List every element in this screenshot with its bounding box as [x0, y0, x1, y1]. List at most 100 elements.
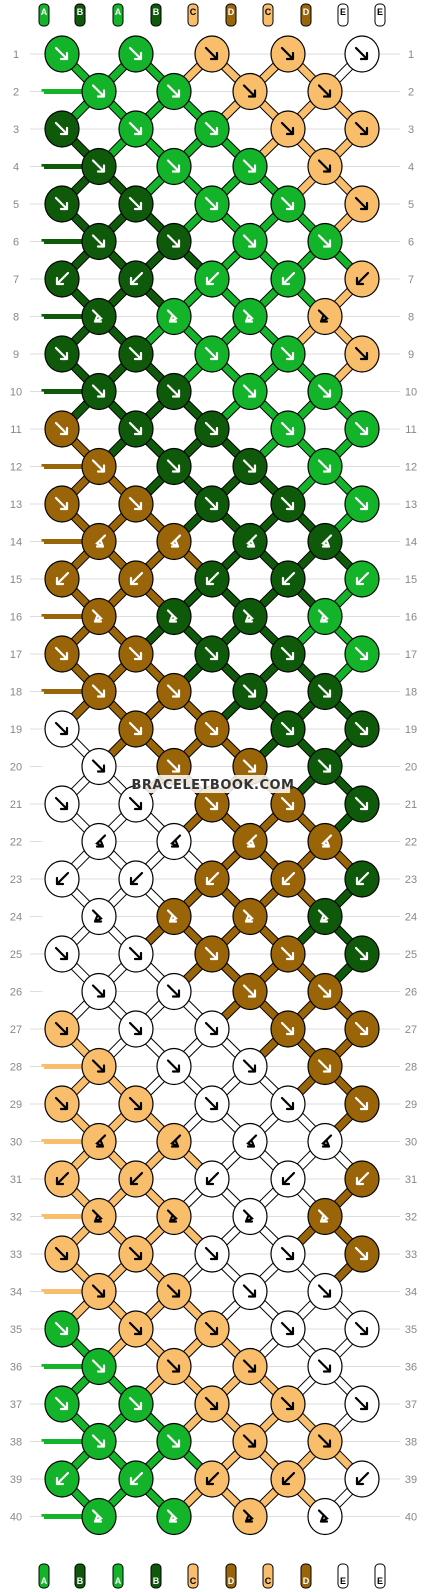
row-label-left: 18 [10, 687, 22, 699]
forward-knot-icon [354, 1396, 369, 1411]
forward-knot-icon [354, 421, 369, 436]
forward-knot-icon [128, 121, 143, 136]
knot [81, 1497, 117, 1536]
forward-knot-icon [54, 1321, 69, 1336]
knot [270, 1010, 306, 1048]
forward-knot-icon [91, 759, 106, 773]
row-label-right: 36 [405, 1362, 417, 1374]
forward-knot-icon [280, 946, 295, 961]
knot [156, 822, 192, 861]
knot [156, 222, 192, 261]
forward-knot-icon [128, 646, 143, 661]
row-label-left: 21 [10, 799, 22, 811]
backward-knot-icon [129, 1471, 144, 1486]
knot [194, 1235, 230, 1273]
forward-knot-icon [204, 1321, 219, 1336]
forward-knot-icon [204, 946, 219, 961]
forward-knot-icon [204, 646, 219, 661]
forward-knot-icon [280, 121, 295, 136]
backward-forward-knot-icon [170, 534, 182, 548]
strand-top [374, 3, 386, 27]
row-label-left: 22 [10, 837, 22, 849]
knot [44, 785, 80, 823]
row-label-left: 4 [13, 162, 19, 174]
knot [44, 1385, 80, 1423]
knot [307, 147, 343, 186]
knot [270, 185, 306, 223]
backward-knot-icon [55, 1171, 70, 1186]
knot [307, 897, 343, 936]
knot [232, 897, 268, 936]
backward-knot-icon [55, 871, 70, 886]
backward-knot-icon [281, 1471, 296, 1486]
knot [81, 822, 117, 861]
knot [44, 35, 80, 73]
knot [194, 1085, 230, 1123]
strand-bottom [300, 1563, 312, 1589]
row-label-left: 28 [10, 1062, 22, 1074]
forward-backward-knot-icon [242, 309, 254, 323]
row-label-left: 32 [10, 1212, 22, 1224]
knot [232, 1122, 268, 1161]
row-label-right: 20 [405, 762, 417, 774]
row-label-right: 14 [405, 537, 417, 549]
forward-backward-knot-icon [242, 609, 254, 623]
knot [44, 335, 80, 373]
forward-knot-icon [242, 384, 257, 398]
knot [118, 260, 154, 298]
knot [156, 447, 192, 486]
forward-knot-icon [204, 796, 219, 811]
knot [270, 860, 306, 898]
forward-knot-icon [317, 384, 332, 398]
row-label-left: 34 [10, 1287, 22, 1299]
knot [194, 635, 230, 673]
knot [344, 935, 380, 973]
strand-label-bottom: A [41, 1576, 48, 1586]
forward-knot-icon [166, 234, 181, 248]
row-label-right: 7 [408, 274, 414, 286]
knot [270, 35, 306, 73]
row-label-left: 14 [10, 537, 22, 549]
knot [118, 560, 154, 598]
backward-knot-icon [281, 271, 296, 286]
forward-knot-icon [166, 1434, 181, 1448]
strand-label-bottom: A [115, 1576, 122, 1586]
knot [44, 860, 80, 898]
knot [81, 672, 117, 711]
knot [156, 1347, 192, 1386]
strand-label-bottom: C [265, 1576, 272, 1586]
knot [81, 1047, 117, 1086]
knot [81, 1122, 117, 1161]
knot [81, 1422, 117, 1461]
forward-knot-icon [317, 159, 332, 173]
knot [118, 335, 154, 373]
forward-knot-icon [54, 46, 69, 61]
knot [270, 635, 306, 673]
knot [156, 597, 192, 636]
knot [194, 335, 230, 373]
forward-knot-icon [317, 84, 332, 98]
forward-knot-icon [354, 646, 369, 661]
forward-backward-knot-icon [317, 909, 329, 923]
row-label-right: 30 [405, 1137, 417, 1149]
row-label-right: 10 [405, 387, 417, 399]
row-label-left: 10 [10, 387, 22, 399]
knot [118, 1385, 154, 1423]
row-label-left: 30 [10, 1137, 22, 1149]
forward-knot-icon [128, 496, 143, 511]
row-label-right: 17 [405, 649, 417, 661]
row-label-right: 35 [405, 1324, 417, 1336]
row-label-right: 32 [405, 1212, 417, 1224]
row-label-right: 25 [405, 949, 417, 961]
strand-bottom [38, 1563, 50, 1589]
forward-knot-icon [166, 684, 181, 698]
backward-forward-knot-icon [246, 534, 258, 548]
knot [81, 597, 117, 636]
forward-knot-icon [280, 46, 295, 61]
knot [194, 560, 230, 598]
forward-knot-icon [354, 1021, 369, 1036]
knot [156, 297, 192, 336]
row-label-left: 8 [13, 312, 19, 324]
forward-backward-knot-icon [317, 309, 329, 323]
knot [194, 1310, 230, 1348]
